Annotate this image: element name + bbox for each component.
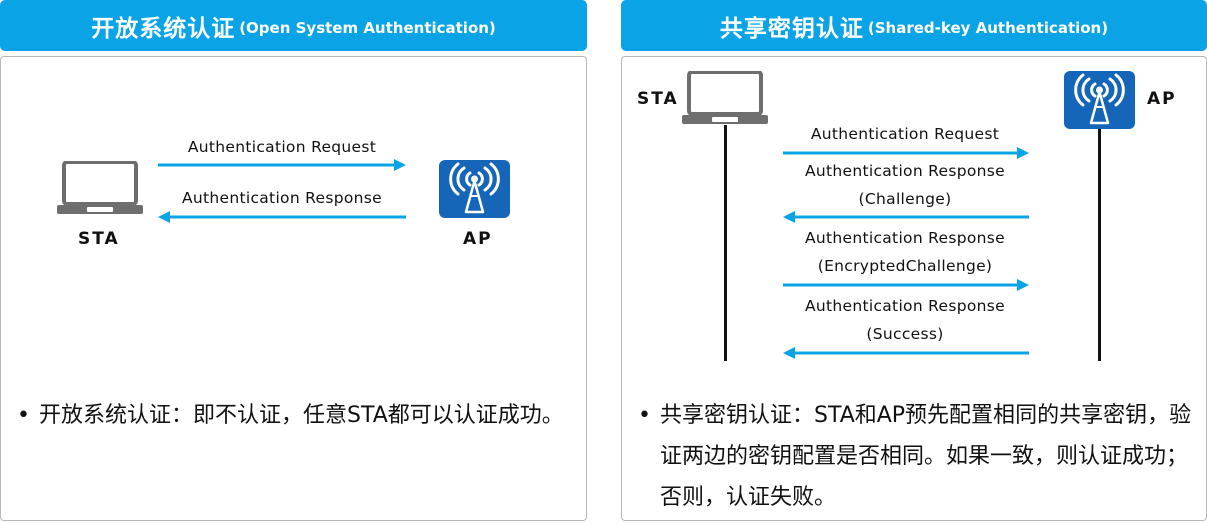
- arrow-to-sta: [158, 211, 406, 223]
- bullet-point: •: [17, 403, 30, 428]
- open-system-panel: 开放系统认证 (Open System Authentication) STA: [0, 0, 587, 523]
- arrow-to-sta: [783, 211, 1029, 223]
- message-label: Authentication Response: [804, 297, 1006, 315]
- arrow-to-sta: [783, 347, 1029, 359]
- shared-key-header: 共享密钥认证 (Shared-key Authentication): [621, 0, 1207, 51]
- shared-key-title: 共享密钥认证: [719, 15, 864, 42]
- message-label: Authentication Request: [810, 125, 1000, 143]
- message-sublabel: (EncryptedChallenge): [817, 257, 993, 275]
- shared-key-panel: 共享密钥认证 (Shared-key Authentication) STA: [621, 0, 1207, 523]
- ap-label: AP: [1147, 89, 1177, 109]
- shared-key-description-text: 共享密钥认证：STA和AP预先配置相同的共享密钥，验证两边的密钥配置是否相同。如…: [660, 403, 1192, 510]
- arrow-to-ap: [158, 159, 406, 171]
- ap-label: AP: [463, 229, 493, 249]
- shared-key-content: STA AP Authentication Request: [621, 56, 1207, 521]
- message-sublabel: (Success): [866, 325, 944, 343]
- message-label: Authentication Response: [804, 229, 1006, 247]
- sta-label: STA: [637, 89, 679, 109]
- access-point-icon: [439, 160, 510, 218]
- access-point-icon: [1064, 71, 1135, 129]
- sta-label: STA: [78, 229, 120, 249]
- message-label: Authentication Request: [187, 138, 377, 156]
- bullet-point: •: [638, 403, 651, 428]
- arrow-to-ap: [783, 147, 1029, 159]
- arrow-to-ap: [783, 279, 1029, 291]
- message-label: Authentication Response: [804, 162, 1006, 180]
- message-label: Authentication Response: [181, 189, 383, 207]
- open-system-description: • 开放系统认证：即不认证，任意STA都可以认证成功。: [17, 395, 583, 436]
- message-sublabel: (Challenge): [858, 190, 952, 208]
- open-system-title: 开放系统认证: [91, 15, 236, 42]
- open-system-header: 开放系统认证 (Open System Authentication): [0, 0, 587, 51]
- open-system-subtitle: (Open System Authentication): [239, 18, 496, 37]
- open-system-description-text: 开放系统认证：即不认证，任意STA都可以认证成功。: [39, 403, 564, 428]
- open-system-content: STA AP Authentication Request Authentica…: [0, 56, 587, 521]
- shared-key-subtitle: (Shared-key Authentication): [867, 18, 1109, 37]
- laptop-icon: [57, 161, 143, 214]
- laptop-icon: [682, 71, 768, 124]
- sta-lifeline: [724, 125, 727, 361]
- ap-lifeline: [1098, 129, 1101, 361]
- shared-key-description: • 共享密钥认证：STA和AP预先配置相同的共享密钥，验证两边的密钥配置是否相同…: [638, 395, 1202, 518]
